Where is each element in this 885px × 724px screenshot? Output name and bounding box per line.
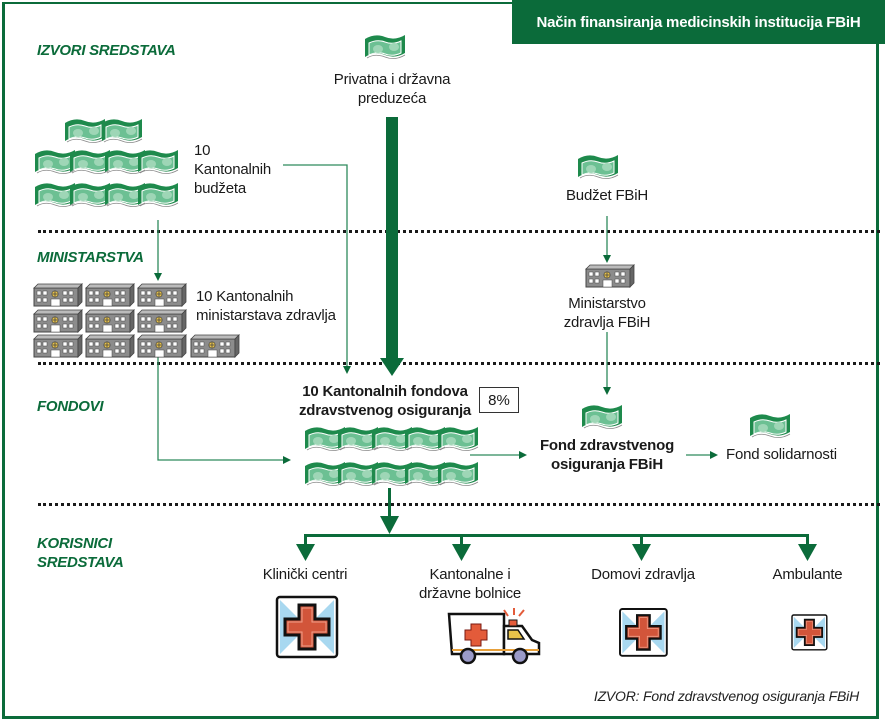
money-icon — [364, 34, 406, 60]
node-label-line1: Ministarstvo — [568, 295, 646, 312]
node-health-centers: Domovi zdravlja — [591, 566, 695, 583]
node-clinics: Ambulante — [772, 566, 843, 583]
section-label-funds: FONDOVI — [37, 398, 104, 415]
medical-cross-icon — [275, 595, 339, 659]
node-cantonal-ministries: 10 Kantonalnih ministarstava zdravlja — [196, 287, 336, 325]
node-label-line1: Fond zdravstvenog — [539, 437, 675, 454]
percent-badge: 8% — [479, 387, 519, 413]
separator-ministries-funds — [38, 362, 880, 365]
node-label-line2: državne bolnice — [418, 585, 522, 602]
node-label-line1: 10 Kantonalnih fondova — [302, 383, 468, 400]
arrowhead — [603, 255, 611, 263]
node-fbih-fund: Fond zdravstvenog osiguranja FBiH — [527, 436, 687, 474]
arrowhead — [154, 273, 162, 281]
money-icon — [749, 413, 791, 439]
arrowhead — [710, 451, 718, 459]
node-label-line1: 10 — [194, 142, 211, 159]
node-cantonal-budgets: 10 Kantonalnih budžeta — [194, 141, 271, 198]
arrowhead — [283, 456, 291, 464]
node-label-line2: Kantonalnih — [194, 161, 272, 178]
node-label-line1: Kantonalne i — [429, 566, 511, 583]
source-note: IZVOR: Fond zdravstvenog osiguranja FBiH — [593, 688, 859, 704]
section-label-users-line2: SREDSTAVA — [37, 554, 124, 571]
separator-sources-ministries — [38, 230, 880, 233]
node-label-line2: ministarstava zdravlja — [196, 307, 336, 324]
arrowhead — [603, 387, 611, 395]
node-label-line2: preduzeća — [357, 90, 427, 107]
building-icon — [585, 264, 635, 288]
arrow-ministries-to-funds — [157, 355, 285, 461]
node-cantonal-funds: 10 Kantonalnih fondova zdravstvenog osig… — [290, 382, 480, 420]
node-fbih-ministry: Ministarstvo zdravlja FBiH — [547, 294, 667, 332]
node-label-line1: 10 Kantonalnih — [196, 288, 294, 305]
money-stack-icon — [34, 118, 179, 208]
node-label-line2: osiguranja FBiH — [550, 456, 663, 473]
node-fbih-budget: Budžet FBiH — [566, 187, 648, 204]
medical-cross-icon — [618, 607, 668, 657]
medical-cross-icon — [791, 614, 828, 651]
arrowhead — [343, 366, 351, 374]
node-label-line2: zdravlja FBiH — [563, 314, 651, 331]
node-label-line2: zdravstvenog osiguranja — [298, 402, 472, 419]
section-label-ministries: MINISTARSTVA — [37, 249, 144, 266]
node-clinical-centers: Klinički centri — [262, 566, 348, 583]
money-icon — [581, 404, 623, 430]
separator-funds-users — [38, 503, 880, 506]
arrowhead — [519, 451, 527, 459]
arrow-budgets-to-funds — [283, 164, 348, 368]
diagram-title: Način finansiranja medicinskih instituci… — [512, 0, 885, 44]
section-label-users-line1: KORISNICI — [37, 535, 112, 552]
section-label-sources: IZVORI SREDSTAVA — [37, 42, 176, 59]
node-label-line1: Privatna i državna — [333, 71, 451, 88]
node-private-companies: Privatna i državna preduzeća — [322, 70, 462, 108]
node-solidarity-fund: Fond solidarnosti — [726, 446, 837, 463]
money-stack-icon — [304, 426, 479, 487]
node-label-line3: budžeta — [194, 180, 246, 197]
node-hospitals: Kantonalne i državne bolnice — [405, 565, 535, 603]
money-icon — [577, 154, 619, 180]
ambulance-icon — [447, 608, 541, 665]
arrow-private-to-funds — [380, 117, 404, 376]
distribution-tree — [296, 488, 817, 561]
